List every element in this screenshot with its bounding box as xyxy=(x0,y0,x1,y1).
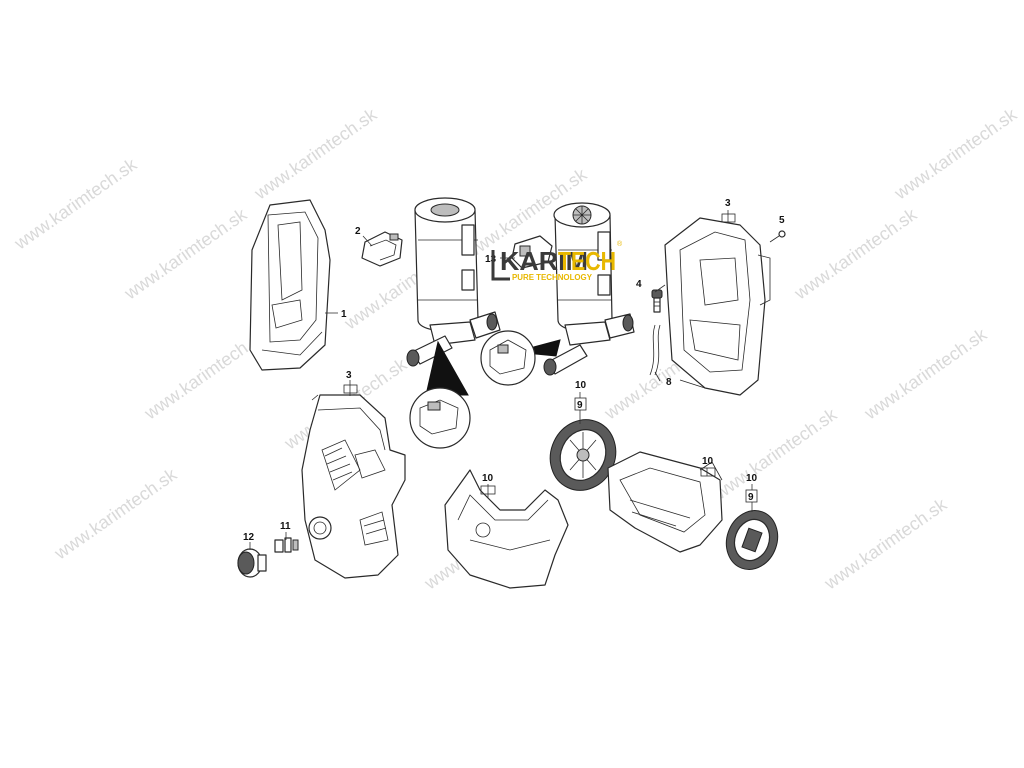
logo-word-tech: TECH xyxy=(558,246,616,276)
part-12-knob xyxy=(237,548,267,578)
watermark-text: www.karimtech.sk xyxy=(860,324,991,424)
callout-4: 4 xyxy=(636,279,642,290)
bottom-frame-right xyxy=(607,451,723,553)
wheel-middle xyxy=(549,419,617,491)
watermark-text: www.karimtech.sk xyxy=(710,404,841,504)
callout-3-top: 3 xyxy=(725,198,731,209)
motor-pump-unit-right xyxy=(511,202,635,376)
logo-corner-bracket xyxy=(491,250,510,281)
callout-8: 8 xyxy=(666,377,672,388)
callout-5: 5 xyxy=(779,215,785,226)
watermark-text: www.karimtech.sk xyxy=(820,494,951,594)
motor-pump-unit-left xyxy=(406,197,501,367)
callout-box-9-a xyxy=(574,397,587,411)
watermark-text: www.karimtech.sk xyxy=(10,154,141,254)
detail-inset-right xyxy=(480,330,561,386)
callout-1: 1 xyxy=(341,309,347,320)
callout-10-a: 10 xyxy=(575,380,587,391)
callout-box-3-left xyxy=(343,384,358,394)
watermark-text: www.karimtech.sk xyxy=(50,464,181,564)
callout-12: 12 xyxy=(243,532,255,543)
part-1-front-cover xyxy=(249,199,331,371)
callout-11: 11 xyxy=(280,521,291,532)
logo-trademark: ® xyxy=(617,240,623,248)
watermark-text: www.karimtech.sk xyxy=(890,104,1021,204)
karimtech-logo: KARIM TECH PURE TECHNOLOGY ® xyxy=(491,240,623,282)
part-3-rear-frame xyxy=(664,217,771,396)
part-8-cable xyxy=(649,324,661,376)
watermark-text: www.karimtech.sk xyxy=(790,204,921,304)
part-5-screw xyxy=(769,230,786,243)
callout-10-c: 10 xyxy=(702,456,714,467)
callout-10-b: 10 xyxy=(482,473,494,484)
detail-inset-left xyxy=(409,340,471,449)
part-4-plug xyxy=(651,289,663,313)
logo-word-karim: KARIM xyxy=(500,246,588,276)
callout-13: 13 xyxy=(485,254,497,265)
bottom-cradle-middle xyxy=(444,469,569,589)
callout-box-3-top xyxy=(721,213,736,223)
callout-3-left: 3 xyxy=(346,370,352,381)
part-2-switch xyxy=(361,231,403,267)
logo-tagline: PURE TECHNOLOGY xyxy=(512,273,593,282)
watermark-text: www.karimtech.sk xyxy=(120,204,251,304)
callout-box-9-b xyxy=(745,489,758,503)
callout-box-10-b xyxy=(480,485,496,495)
callout-10-d: 10 xyxy=(746,473,758,484)
callout-box-10-c xyxy=(700,467,716,477)
wheel-right xyxy=(725,510,779,570)
callout-labels: 1 2 3 5 4 8 3 10 9 10 10 10 9 11 12 13 xyxy=(243,198,785,543)
part-3-main-housing xyxy=(301,394,406,579)
callout-9-b: 9 xyxy=(748,492,754,503)
callout-9-a: 9 xyxy=(577,400,583,411)
watermark-text: www.karimtech.sk xyxy=(250,104,381,204)
part-11-adapter xyxy=(274,537,299,553)
callout-2: 2 xyxy=(355,226,361,237)
